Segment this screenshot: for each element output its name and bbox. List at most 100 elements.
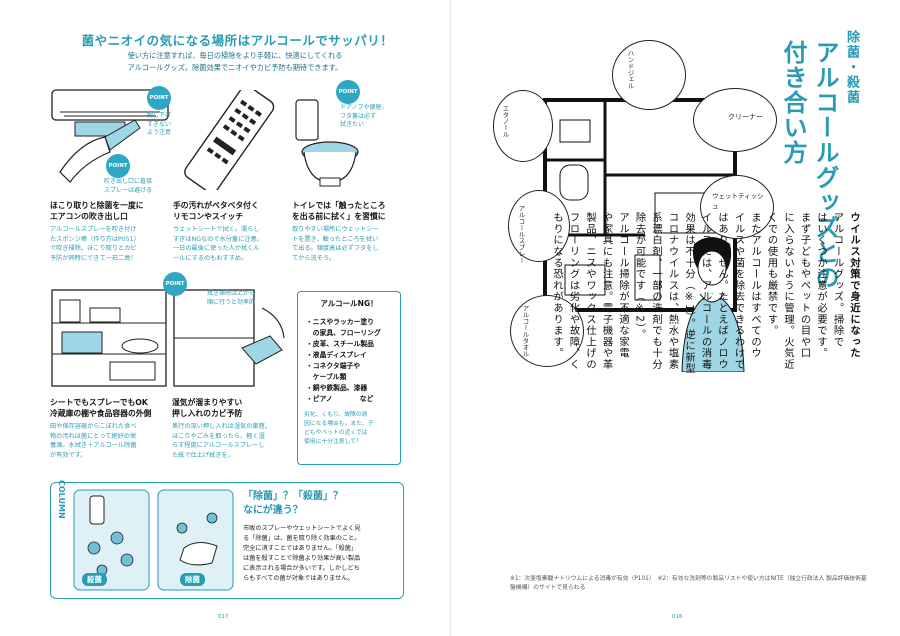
caption-line: で吹き掃除。ほこり取りとカビ <box>50 245 137 253</box>
body-line: フローリングは劣化や故障、く <box>567 212 580 371</box>
bubble-etanol <box>493 90 553 162</box>
ng-item: ケーブル類 <box>306 373 347 381</box>
column-title-line: なにが違う？ <box>243 505 303 516</box>
caption-line: 一日の最後に使った人が拭くル <box>173 245 260 253</box>
caption-line: 養源。水拭き＋アルコール除菌 <box>50 442 137 450</box>
panel-toilet-illustration <box>290 90 380 190</box>
bubble-alcohol-spray <box>508 190 570 262</box>
body-line: 系漂白剤、一部の洗剤でも十分 <box>650 212 662 371</box>
label-alcohol-spray: アルコールスプレー <box>517 205 525 264</box>
point-badge: POINT <box>106 154 130 178</box>
column-illustration <box>72 488 237 593</box>
column-line: る「除菌」は、菌を取り除く効果のこと。 <box>243 535 361 542</box>
panel-remote-illustration <box>175 90 285 190</box>
note-line: スプレーは避ける <box>104 186 153 194</box>
panel-fridge-caption: シートでもスプレーでもOK 冷蔵庫の棚や食品容器の外側 田や保存容器からこぼれた… <box>50 397 168 460</box>
label-hand-gel: ハンドジェル <box>626 50 634 89</box>
column-line: 完全に消すことではありません。「殺菌」 <box>243 545 358 552</box>
panel-aircon-illustration <box>50 82 170 192</box>
caption-title-line: 冷蔵庫の棚や食品容器の外側 <box>50 409 152 418</box>
caption-title: 湿気が溜まりやすい 押し入れのカビ予防 <box>172 397 292 419</box>
body-line: はいくつか注意が必要です。 <box>815 212 827 359</box>
caption-line: 奥行の深い押し入れは湿気の巣窟。 <box>172 423 271 430</box>
panel-remote-caption: 手の汚れがベタベタ付く リモコンやスイッチ ウェットシートで拭く。濡らし すぎは… <box>173 200 288 263</box>
label-wet-tissue: ウェットティッシュ <box>712 192 764 210</box>
body-line: またアルコールはすべてのウ <box>749 212 761 359</box>
note-line: すぎない <box>147 120 172 128</box>
column-line: に表示される場合が多いです。しかしどち <box>243 565 360 572</box>
column-label-kill: 殺菌 <box>82 573 107 586</box>
page-number-left: 017 <box>218 614 229 620</box>
note-line: フタ裏は必ず <box>340 112 377 120</box>
body-line: くでの使用も厳禁です。 <box>765 212 778 337</box>
caption-body: 田や保存容器からこぼれた食べ 物の汚れは菌にとって絶好の栄 養源。水拭き＋アルコ… <box>50 422 168 460</box>
body-line: や家具にも注意。電子機器や革 <box>600 212 613 371</box>
caption-line: すぎはNGなので水分量に注意。 <box>173 235 263 243</box>
bubble-hand-gel <box>612 40 686 110</box>
bubble-cleaner <box>693 88 777 152</box>
ng-title: アルコールNG！ <box>320 299 378 308</box>
caption-body: アルコールスプレーを吹き付け たスポンジ棒（作り方はP051） で吹き掃除。ほこ… <box>50 225 170 263</box>
label-etanol: エタノール <box>501 105 509 138</box>
ng-foot-line: どもやペットの近くでは <box>304 430 368 436</box>
caption-title-line: ほこり取りと除菌を一度に <box>50 201 144 210</box>
body-line: コロナウイルスは、熱水や塩素 <box>666 212 679 371</box>
ng-foot-line: 使用に十分注意して！ <box>304 439 362 445</box>
alcohol-ng-box: アルコールNG！ ・ニスやラッカー塗り の家具、フローリング ・皮革、スチール製… <box>297 291 401 465</box>
note-line: 押し下げ <box>147 112 172 119</box>
right-footnote: ※1：次亜塩素酸ナトリウムによる消毒が有効（P101） ※2：有効な洗剤等の製品… <box>510 576 867 591</box>
caption-line: 物の汚れは菌にとって絶好の栄 <box>50 432 137 440</box>
caption-title-line: リモコンやスイッチ <box>173 212 244 221</box>
body-line: 製品、ニスやワックス仕上げの <box>584 212 596 371</box>
caption-title-line: 手の汚れがベタベタ付く <box>173 201 259 210</box>
caption-line: トを置き、触ったところを拭い <box>292 235 379 243</box>
ng-foot-line: 劣化、くもり、故障の原 <box>304 412 368 418</box>
column-title: 「除菌」？「殺菌」？ なにが違う？ <box>243 490 343 518</box>
woman-illustration <box>672 232 762 372</box>
caption-line: た紙で仕上げ拭きを。 <box>172 451 234 459</box>
point-badge: POINT <box>163 272 187 296</box>
note-line: 拭き掃除は上から <box>207 290 256 297</box>
caption-line: たスポンジ棒（作り方はP051） <box>50 235 140 243</box>
body-line: 効果は不十分（※1）。逆に新型 <box>683 212 695 375</box>
point-badge: POINT <box>147 86 171 110</box>
column-line: 市販のスプレーやウェットシートでよく見 <box>243 525 361 532</box>
panel-fridge-illustration <box>50 288 168 388</box>
ng-list: ・ニスやラッカー塗り の家具、フローリング ・皮革、スチール製品 ・液晶ディスプ… <box>306 317 400 405</box>
body-line: イルスや菌を除去できるわけで <box>732 212 745 371</box>
caption-line: てから流そう。 <box>292 254 335 262</box>
label-alcohol-towel: アルコールタオル <box>521 305 529 357</box>
panel-aircon-note: 吹き出し口に直接 スプレーは避ける <box>104 178 152 195</box>
column-body: 市販のスプレーやウェットシートでよく見 る「除菌」は、菌を取り除く効果のこと。 … <box>243 524 396 584</box>
panel-toilet-note: ドアノブや便座、 フタ裏は必ず 拭きたい <box>340 104 387 130</box>
caption-title-line: トイレでは「触ったところ <box>292 201 386 210</box>
caption-line: て出る。頻度高は必ずフタをし <box>292 245 379 253</box>
bubble-wet-tissue <box>700 175 774 239</box>
column-line: らもすべての菌が対象ではありません。 <box>243 575 354 582</box>
intro-line: アルコールグッズ。除菌効果でニオイやカビ予防も期待できます。 <box>127 63 343 72</box>
note-line: ドアノブや便座、 <box>340 104 388 111</box>
point-badge: POINT <box>336 80 360 104</box>
ng-item: の家具、フローリング <box>306 329 381 337</box>
body-line: アルコールグッズ。掃除で <box>831 212 844 348</box>
caption-line: 取りやすい場所にウェットシー <box>292 226 379 233</box>
body-line: アルコール掃除が不適な家電 <box>617 212 629 359</box>
body-line: はありません。たとえばノロウ <box>716 212 728 371</box>
ng-foot-line: 因になる場合も。また、子 <box>304 421 374 427</box>
right-title-small: 除菌・殺菌 <box>844 30 859 105</box>
page-number-right: 016 <box>672 614 683 620</box>
note-line: よう注意 <box>147 129 172 136</box>
panel-closet-caption: 湿気が溜まりやすい 押し入れのカビ予防 奥行の深い押し入れは湿気の巣窟。 ほこり… <box>172 397 292 460</box>
caption-line: ールにするのもおすすめ。 <box>173 254 248 262</box>
ng-item: ・液晶ディスプレイ <box>306 351 367 359</box>
caption-title-line: 湿気が溜まりやすい <box>172 398 243 407</box>
body-line: 除去が可能です（※2）。 <box>633 212 646 341</box>
caption-line: 予防が同時にできて一石二鳥！ <box>50 254 137 262</box>
body-line: まず子どもやペットの目や口 <box>798 212 811 359</box>
column-line: は菌を殺すことで除菌より効果が高い製品 <box>243 555 361 562</box>
caption-body: 奥行の深い押し入れは湿気の巣窟。 ほこりやごみを取ったら、軽く湿 らす程度にアル… <box>172 422 292 460</box>
caption-body: 取りやすい場所にウェットシー トを置き、触ったところを拭い て出る。頻度高は必ず… <box>292 225 404 263</box>
body-line: もりになる恐れがあります。 <box>551 212 563 359</box>
left-headline: 菌やニオイの気になる場所はアルコールでサッパリ！ <box>81 33 394 48</box>
caption-title-line: 押し入れのカビ予防 <box>172 409 243 418</box>
